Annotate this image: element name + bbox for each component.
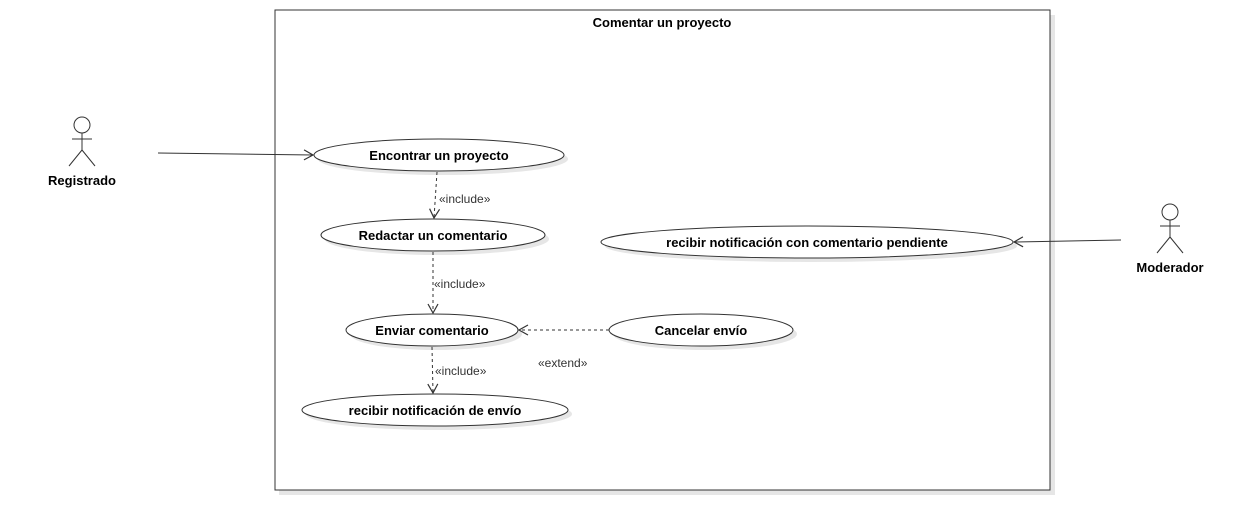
extend-label: «extend» [538,356,588,370]
actor-moderador[interactable]: Moderador [1136,203,1204,275]
use-case-notificacion-envio[interactable]: recibir notificación de envío [301,393,572,430]
extend-relation: «extend» [517,324,609,370]
use-case-label: recibir notificación de envío [349,403,522,418]
include-label: «include» [435,364,487,378]
association-registrado-encontrar [157,149,315,161]
use-case-label: Enviar comentario [375,323,488,338]
use-case-encontrar-proyecto[interactable]: Encontrar un proyecto [313,138,568,175]
stick-figure-icon [68,116,96,167]
include-relation-3: «include» [427,346,487,395]
include-label: «include» [434,277,486,291]
use-case-enviar-comentario[interactable]: Enviar comentario [345,313,522,350]
association-moderador-notificacion [1012,236,1122,248]
include-relation-2: «include» [427,252,486,315]
actor-registrado[interactable]: Registrado [48,116,116,188]
use-case-label: Cancelar envío [655,323,748,338]
use-case-notificacion-pendiente[interactable]: recibir notificación con comentario pend… [600,225,1017,262]
use-case-label: recibir notificación con comentario pend… [666,235,948,250]
include-relation-1: «include» [429,171,491,220]
system-title: Comentar un proyecto [593,15,732,30]
actor-registrado-label: Registrado [48,173,116,188]
use-case-cancelar-envio[interactable]: Cancelar envío [608,313,797,350]
use-case-label: Encontrar un proyecto [369,148,508,163]
stick-figure-icon [1156,203,1184,254]
use-case-label: Redactar un comentario [359,228,508,243]
actor-moderador-label: Moderador [1136,260,1203,275]
use-case-redactar-comentario[interactable]: Redactar un comentario [320,218,549,255]
include-label: «include» [439,192,491,206]
